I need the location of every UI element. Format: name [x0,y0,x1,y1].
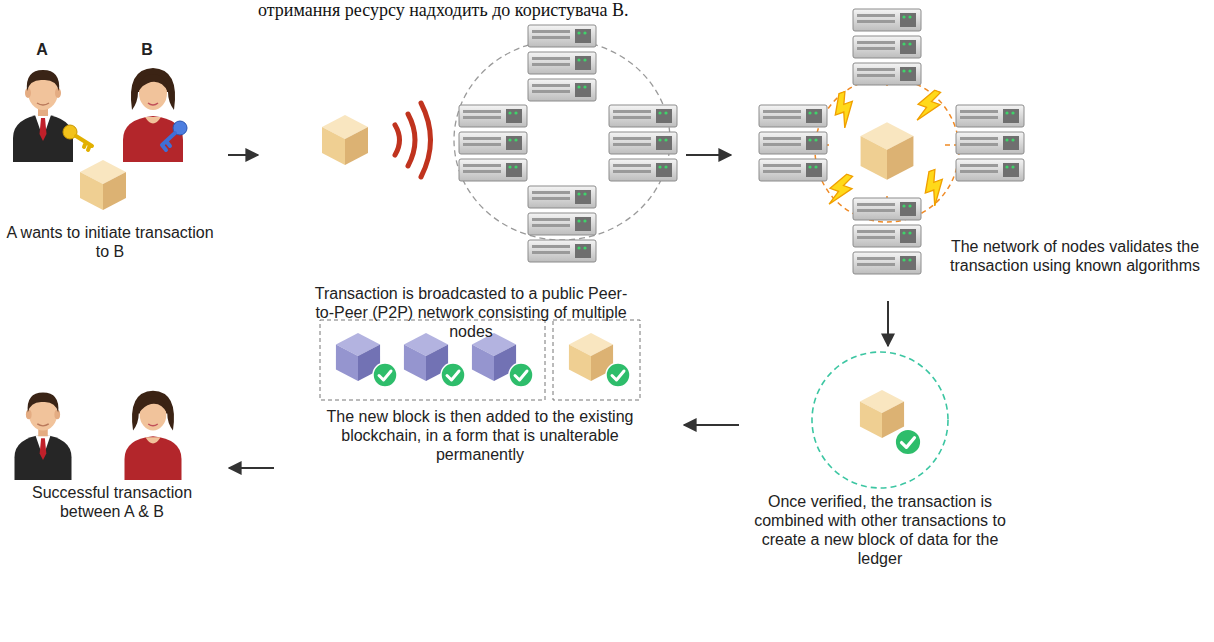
chain-frame [553,320,640,400]
step-text: The network of nodes validates the trans… [943,237,1207,275]
block-cube [861,122,914,179]
broadcast [322,25,677,262]
step-group: The network of nodes validates the trans… [735,5,1210,295]
step-text: The new block is then added to the exist… [300,407,660,464]
header-text: отримання ресурсу надходить до користува… [258,0,629,20]
key-icon [162,121,187,150]
step-group: Transaction is broadcasted to a public P… [262,12,680,352]
server-stack [528,25,596,101]
server-stack [459,105,527,181]
illustration-part [408,114,415,166]
check-mark [373,363,397,387]
lightning-bolt [913,87,944,126]
check-mark [509,363,533,387]
illustration-part [76,136,92,150]
signal-waves [395,103,431,177]
step-text: Successful transaction between A & B [2,483,222,521]
chain-frame [320,320,545,400]
check-mark [895,429,921,455]
step-text: Transaction is broadcasted to a public P… [306,284,636,341]
block-cube [322,115,368,165]
flow-arrow [887,301,889,346]
verified-ring [812,352,948,488]
step-group: The new block is then added to the exist… [280,315,680,480]
block-cube [80,160,126,210]
step-group: Once verified, the transaction is combin… [745,350,1015,572]
person-icon [125,391,182,480]
flow-arrow [686,154,731,156]
person-letter: A [28,40,56,59]
server-stack [609,105,677,181]
server-stack [853,9,921,85]
parties-done [15,391,182,480]
flow-arrow [229,467,274,469]
flow-arrow [228,154,258,156]
step-text: Once verified, the transaction is combin… [747,492,1013,568]
server-stack [528,186,596,262]
person-icon [123,68,183,162]
person-icon [13,70,73,162]
step-group: A B A wants to initiate transaction to B [0,40,222,275]
illustration-part [162,133,175,150]
illustration-part [421,103,431,177]
lightning-bolt [919,168,950,207]
block-cube [860,390,904,438]
lightning-bolt [829,90,860,129]
validation [759,9,1024,274]
person-letter: B [133,40,161,59]
server-stack [759,105,827,181]
illustration-part [395,125,400,155]
flow-arrow [684,424,739,426]
lightning-bolt [825,171,856,210]
sender-receiver [13,68,187,210]
step-group: Successful transaction between A & B [0,380,225,555]
check-mark [606,363,630,387]
step-text: A wants to initiate transaction to B [2,223,218,261]
key-icon [63,125,92,150]
server-stack [853,198,921,274]
verified-block [812,352,948,488]
server-stack [956,105,1024,181]
person-icon [15,393,72,480]
check-mark [441,363,465,387]
